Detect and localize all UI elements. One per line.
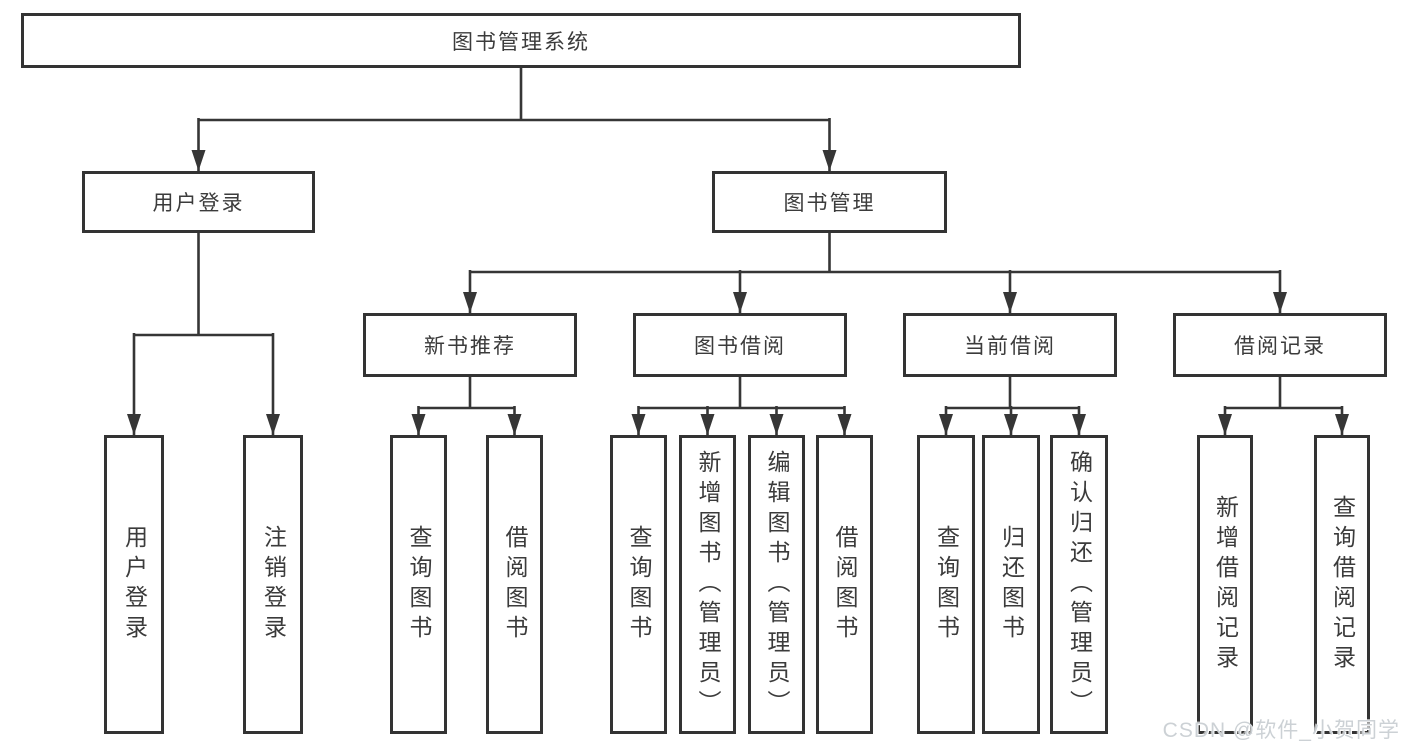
leaf-borrow-edit: 编辑图书（管理员） xyxy=(748,435,805,734)
leaf-borrow-borrow: 借阅图书 xyxy=(816,435,873,734)
leaf-newbook-borrow-label: 借阅图书 xyxy=(502,524,528,645)
node-current-borrow-label: 当前借阅 xyxy=(964,335,1056,358)
node-borrow-records: 借阅记录 xyxy=(1173,313,1387,377)
leaf-newbook-query-label: 查询图书 xyxy=(406,524,432,645)
wire-borrow-records-split xyxy=(1225,377,1342,410)
node-book-borrow: 图书借阅 xyxy=(633,313,847,377)
leaf-borrow-add-label: 新增图书（管理员） xyxy=(695,449,721,720)
watermark: CSDN @软件_小贺同学 xyxy=(1162,719,1400,742)
leaf-borrow-add: 新增图书（管理员） xyxy=(679,435,736,734)
leaf-current-confirm-label: 确认归还（管理员） xyxy=(1066,449,1093,720)
wire-book-management-split xyxy=(470,233,1280,274)
leaf-current-return: 归还图书 xyxy=(982,435,1040,734)
node-new-book-recommend-label: 新书推荐 xyxy=(424,335,516,358)
node-book-management: 图书管理 xyxy=(712,171,947,233)
wire-book-borrow-split xyxy=(638,377,845,410)
node-root: 图书管理系统 xyxy=(21,13,1021,68)
wire-root-trunk xyxy=(198,68,830,122)
leaf-records-query-label: 查询借阅记录 xyxy=(1329,494,1356,675)
node-user-login: 用户登录 xyxy=(82,171,315,233)
leaf-borrow-query-label: 查询图书 xyxy=(626,524,652,645)
leaf-user-login: 用户登录 xyxy=(104,435,164,734)
node-book-borrow-label: 图书借阅 xyxy=(694,335,786,358)
leaf-logout-label: 注销登录 xyxy=(260,524,287,645)
node-current-borrow: 当前借阅 xyxy=(903,313,1117,377)
leaf-newbook-borrow: 借阅图书 xyxy=(486,435,543,734)
node-new-book-recommend: 新书推荐 xyxy=(363,313,577,377)
node-book-management-label: 图书管理 xyxy=(783,192,876,215)
leaf-current-return-label: 归还图书 xyxy=(998,524,1025,645)
leaf-current-query: 查询图书 xyxy=(917,435,975,734)
leaf-records-add: 新增借阅记录 xyxy=(1197,435,1253,734)
node-borrow-records-label: 借阅记录 xyxy=(1234,335,1326,358)
leaf-current-confirm: 确认归还（管理员） xyxy=(1050,435,1108,734)
wire-user-login-split xyxy=(134,233,273,337)
leaf-logout: 注销登录 xyxy=(243,435,303,734)
leaf-records-add-label: 新增借阅记录 xyxy=(1212,494,1239,675)
wire-new-book-split xyxy=(418,377,515,410)
leaf-records-query: 查询借阅记录 xyxy=(1314,435,1370,734)
leaf-current-query-label: 查询图书 xyxy=(933,524,960,645)
leaf-newbook-query: 查询图书 xyxy=(390,435,447,734)
leaf-borrow-query: 查询图书 xyxy=(610,435,667,734)
leaf-borrow-edit-label: 编辑图书（管理员） xyxy=(764,449,790,720)
leaf-borrow-borrow-label: 借阅图书 xyxy=(832,524,858,645)
leaf-user-login-label: 用户登录 xyxy=(121,524,148,645)
node-user-login-label: 用户登录 xyxy=(152,192,245,215)
wire-current-borrow-split xyxy=(946,377,1079,410)
node-root-label: 图书管理系统 xyxy=(452,30,590,54)
